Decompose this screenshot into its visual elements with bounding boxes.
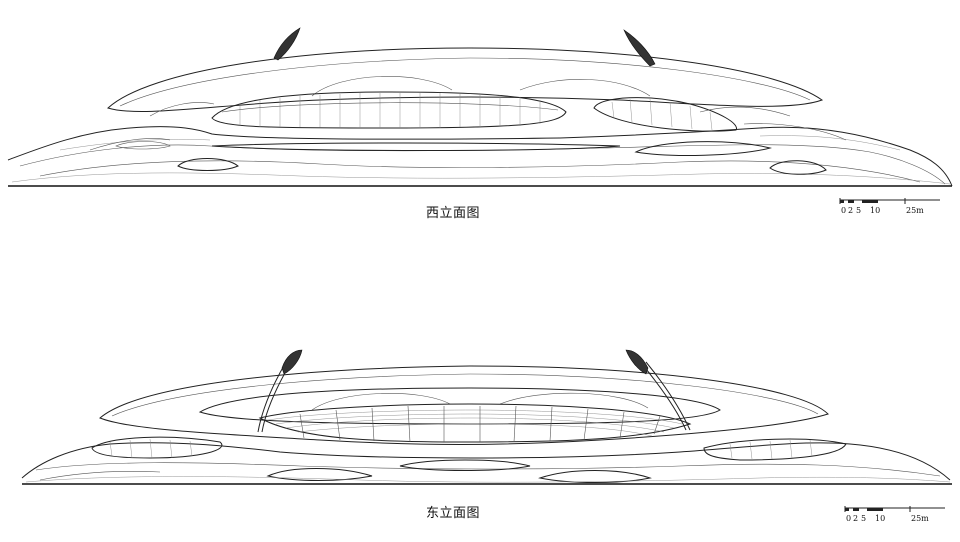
roof-opening <box>198 387 721 425</box>
portal-left <box>177 158 239 171</box>
portal-mid <box>399 459 531 471</box>
scale-bar <box>844 506 945 512</box>
roof-spike-left <box>273 27 301 61</box>
scale-tick-0: 0 <box>846 514 852 523</box>
podium-outline <box>7 126 953 187</box>
scale-tick-5: 5 <box>861 514 867 523</box>
seating-bowl <box>211 91 567 129</box>
seating-bowl <box>258 403 692 443</box>
east-elevation-panel: 东立面图 0 2 5 10 25m <box>0 300 960 530</box>
drawing-title: 西立面图 <box>426 206 481 221</box>
podium-opening-left <box>91 436 223 459</box>
seating-rows <box>267 409 683 437</box>
roof-spike-right <box>623 29 656 67</box>
seating-supports <box>299 405 661 443</box>
podium-opening-right <box>703 438 847 461</box>
scale-tick-2: 2 <box>848 206 854 215</box>
roof-spike-left <box>281 349 303 375</box>
roof-spike-right <box>625 349 649 375</box>
west-elevation-panel: 西立面图 0 2 5 10 25m <box>0 0 960 230</box>
podium-outline <box>21 442 951 481</box>
portal-right <box>769 160 827 175</box>
scale-tick-10: 10 <box>870 206 881 215</box>
portal-mid <box>634 141 771 156</box>
concourse-band <box>211 142 621 151</box>
side-opening-right <box>593 97 737 132</box>
west-elevation-drawing <box>7 27 953 187</box>
scale-tick-10: 10 <box>875 514 886 523</box>
roof-shell <box>99 365 829 445</box>
scale-tick-0: 0 <box>841 206 847 215</box>
portal-left <box>266 468 373 481</box>
seating-mullions <box>239 93 541 128</box>
scale-tick-5: 5 <box>856 206 862 215</box>
scale-tick-25m: 25m <box>911 514 929 523</box>
east-elevation-drawing <box>21 349 952 485</box>
drawing-title: 东立面图 <box>426 506 481 521</box>
scale-tick-2: 2 <box>853 514 859 523</box>
mast-right <box>645 361 691 431</box>
scale-bar <box>839 198 940 204</box>
scale-tick-25m: 25m <box>906 206 924 215</box>
